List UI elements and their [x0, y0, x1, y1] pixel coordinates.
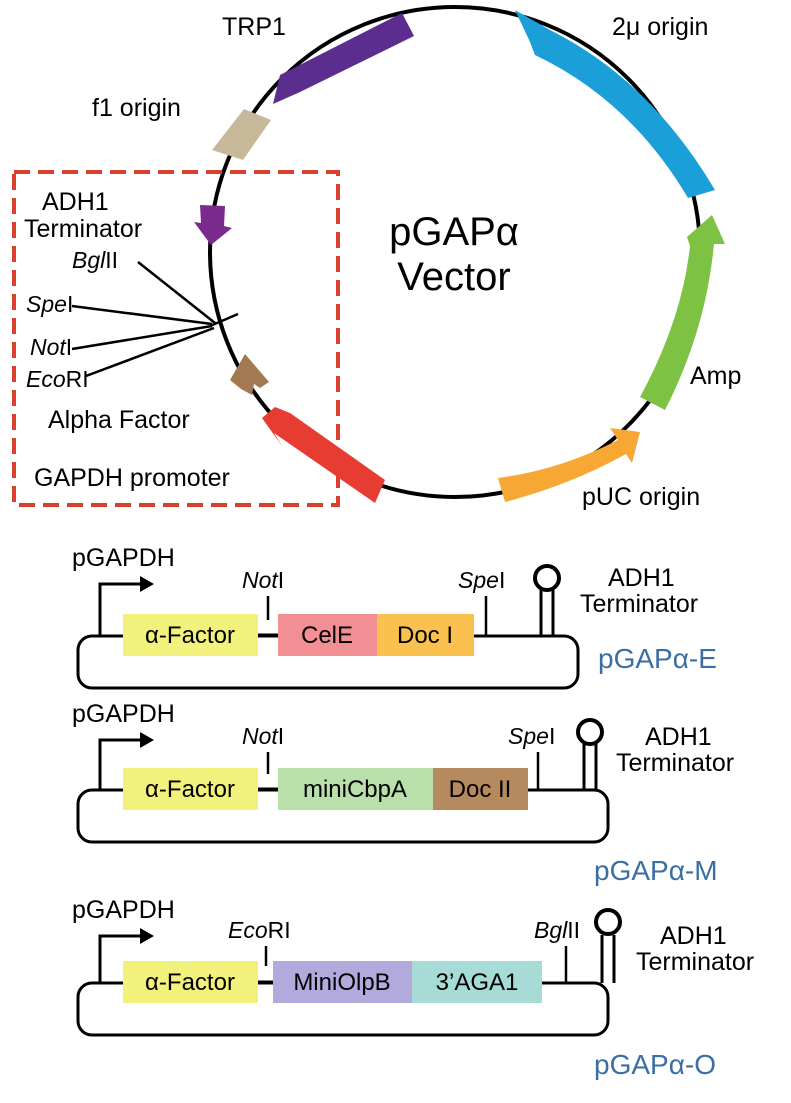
terminator-hairpin [594, 908, 622, 983]
alpha-factor-block [123, 614, 258, 656]
left-site-label: NotI [242, 567, 284, 593]
amp-label: Amp [690, 362, 741, 390]
promoter-arrowhead [140, 576, 154, 592]
plasmid-map: pGAPα Vector TRP1 2μ origin f1 origin AD… [12, 5, 741, 511]
right-site-label: SpeI [458, 567, 505, 593]
two-micron-label: 2μ origin [612, 13, 708, 41]
noti-label: NotI [30, 334, 72, 360]
doc-i-block [377, 614, 474, 656]
spei-label: SpeI [26, 291, 73, 317]
construct-o: pGAPDH α-Factor MiniOlpB 3’AGA1 EcoRI Bg… [72, 896, 754, 1080]
terminator-hairpin [533, 564, 561, 636]
promoter-label: pGAPDH [72, 544, 175, 572]
cele-text: CelE [301, 622, 353, 649]
miniolpb-block [273, 961, 412, 1003]
alpha-factor-feature [230, 354, 269, 395]
promoter-arrowhead [140, 732, 154, 748]
adh1-label-line1: ADH1 [42, 188, 109, 216]
spei-line [71, 304, 213, 326]
two-micron-feature [515, 10, 715, 198]
minicbpa-block [278, 768, 433, 810]
construct-name: pGAPα-M [594, 855, 718, 886]
doc-i-text: Doc I [397, 622, 453, 649]
left-site-label: NotI [242, 723, 284, 749]
site-lines [71, 261, 239, 378]
terminator-label-line2: Terminator [580, 590, 698, 618]
minicbpa-text: miniCbpA [303, 776, 407, 803]
construct-name: pGAPα-E [598, 643, 717, 674]
terminator-label-line1: ADH1 [660, 922, 727, 950]
left-site-label: EcoRI [228, 917, 291, 943]
doc-ii-text: Doc II [449, 776, 512, 803]
alpha-factor-label: Alpha Factor [48, 406, 190, 434]
adh1-label-line2: Terminator [24, 215, 142, 243]
right-site-label: BglII [534, 917, 580, 943]
vector-name-line1: pGAPα [389, 210, 519, 254]
amp-feature [640, 215, 725, 410]
terminator-label-line1: ADH1 [645, 723, 712, 751]
bglii-line [137, 261, 216, 324]
alpha-factor-text: α-Factor [145, 969, 235, 996]
promoter-arrow [98, 934, 145, 983]
promoter-arrowhead [140, 928, 154, 944]
noti-line [71, 324, 213, 351]
promoter-arrow [98, 738, 145, 790]
alpha-factor-text: α-Factor [145, 776, 235, 803]
bglii-label: BglII [72, 247, 118, 273]
doc-ii-block [433, 768, 528, 810]
terminator-label-line1: ADH1 [608, 564, 675, 592]
terminator-label-line2: Terminator [616, 749, 734, 777]
cloning-region-box [12, 170, 340, 507]
construct-m: pGAPDH α-Factor miniCbpA Doc II NotI Spe… [72, 700, 734, 886]
cele-block [278, 614, 377, 656]
miniolpb-text: MiniOlpB [293, 969, 390, 996]
ecori-line [85, 326, 215, 378]
site-tick [209, 312, 239, 328]
aga1-text: 3’AGA1 [436, 969, 519, 996]
adh1-terminator-feature [194, 205, 232, 245]
terminator-hairpin [576, 718, 604, 790]
promoter-label: pGAPDH [72, 896, 175, 924]
promoter-label: pGAPDH [72, 700, 175, 728]
puc-origin-label: pUC origin [582, 483, 700, 511]
f1-origin-feature [212, 109, 271, 160]
gapdh-promoter-label: GAPDH promoter [34, 464, 230, 492]
construct-name: pGAPα-O [594, 1049, 716, 1080]
alpha-factor-text: α-Factor [145, 622, 235, 649]
ecori-label: EcoRI [26, 366, 89, 392]
right-site-label: SpeI [508, 723, 555, 749]
puc-origin-feature [498, 428, 640, 502]
construct-e: pGAPDH α-Factor CelE Doc I NotI SpeI ADH… [72, 544, 717, 690]
f1-origin-label: f1 origin [92, 94, 181, 122]
promoter-arrow [98, 582, 145, 636]
gapdh-promoter-feature [262, 407, 385, 503]
trp1-label: TRP1 [222, 13, 286, 41]
terminator-label-line2: Terminator [636, 948, 754, 976]
vector-name-line2: Vector [397, 255, 510, 299]
trp1-feature [273, 13, 414, 104]
alpha-factor-block [123, 768, 258, 810]
alpha-factor-block [123, 961, 258, 1003]
aga1-block [412, 961, 542, 1003]
